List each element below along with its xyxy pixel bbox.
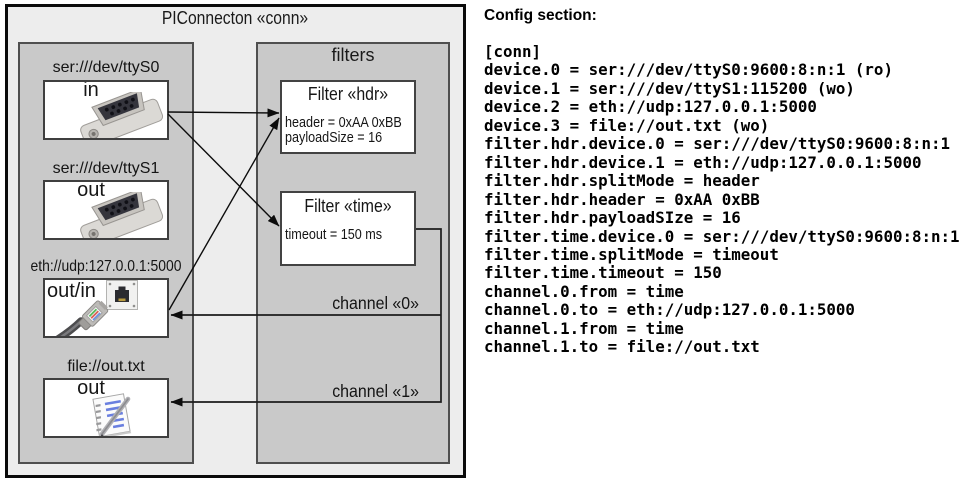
ethernet-jack-icon xyxy=(106,280,138,310)
device-label-ttys0: ser:///dev/ttyS0 xyxy=(52,59,160,76)
device-direction: in xyxy=(83,80,99,101)
device-box-eth: out/in xyxy=(43,278,169,338)
filter-box-time: Filter «time» timeout = 150 ms xyxy=(280,191,416,266)
filters-panel-title: filters xyxy=(331,45,375,65)
device-box-ttys1: out xyxy=(43,180,169,240)
filter-title: Filter «hdr» xyxy=(307,84,389,104)
ethernet-cable-icon xyxy=(55,300,109,336)
filter-param: payloadSize = 16 xyxy=(285,129,383,146)
device-box-ttys0: in xyxy=(43,80,169,140)
device-label-eth: eth://udp:127.0.0.1:5000 xyxy=(30,258,182,275)
device-direction: out xyxy=(77,180,105,201)
channel-1-label: channel «1» xyxy=(332,381,419,401)
device-direction: out/in xyxy=(47,280,96,302)
serial-port-icon xyxy=(80,192,164,238)
device-label-ttys1: ser:///dev/ttyS1 xyxy=(52,160,160,177)
text-file-icon xyxy=(92,393,132,436)
serial-port-icon xyxy=(80,92,164,138)
filter-param: timeout = 150 ms xyxy=(285,226,383,243)
device-label-file: file://out.txt xyxy=(67,358,145,375)
filter-param: header = 0xAA 0xBB xyxy=(285,114,402,131)
filter-title: Filter «time» xyxy=(304,196,392,216)
config-section-heading: Config section: xyxy=(484,7,597,24)
channel-0-label: channel «0» xyxy=(332,293,419,313)
filter-box-hdr: Filter «hdr» header = 0xAA 0xBB payloadS… xyxy=(280,80,416,154)
diagram-title: PIConnecton «conn» xyxy=(161,8,309,28)
device-direction: out xyxy=(77,378,105,399)
device-box-file: out xyxy=(43,378,169,438)
config-section-body: [conn] device.0 = ser:///dev/ttyS0:9600:… xyxy=(484,42,960,357)
